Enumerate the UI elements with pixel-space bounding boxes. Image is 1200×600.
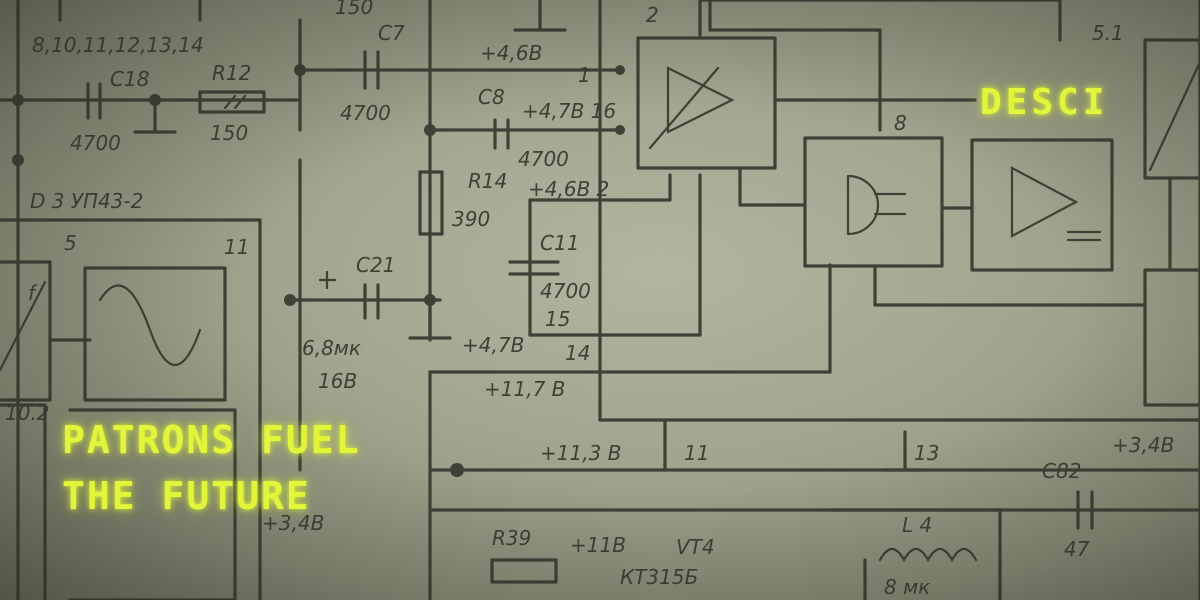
filter-block (83, 266, 227, 402)
headline-line-2: THE FUTURE (62, 474, 311, 518)
label-pin10-2: 10.2 (5, 401, 50, 425)
label-pin8: 8 (894, 111, 907, 135)
label-c21: C21 (356, 253, 395, 277)
label-r14: R14 (468, 169, 507, 193)
headline: PATRONS FUEL THE FUTURE (62, 412, 361, 524)
label-c82: C82 (1042, 459, 1081, 483)
label-v1: +4,6B (480, 41, 542, 65)
label-l4: L 4 (902, 513, 932, 537)
amplifier-block-right (970, 138, 1114, 272)
label-v4: +4,7B (462, 333, 524, 357)
label-pin11b: 11 (684, 441, 709, 465)
label-v3: +4,6B 2 (528, 177, 609, 201)
label-vt4-part: КТ315Б (620, 565, 698, 589)
label-r14-value: 390 (452, 207, 490, 231)
amplifier-block-2 (636, 36, 777, 170)
label-top-left-numbers: 8,10,11,12,13,14 (32, 33, 204, 57)
label-c11: C11 (540, 231, 579, 255)
label-c8-value: 4700 (518, 147, 569, 171)
label-v9: +11B (570, 533, 626, 557)
label-c11-value: 4700 (540, 279, 591, 303)
label-r39: R39 (492, 526, 531, 550)
label-pin11: 11 (224, 235, 249, 259)
label-c82-value: 47 (1064, 537, 1090, 561)
label-v6: +11,3 B (540, 441, 621, 465)
label-pin1: 1 (578, 63, 591, 87)
label-c8: C8 (478, 85, 505, 109)
desci-tag: DESCI (980, 82, 1109, 123)
label-c7-value: 4700 (340, 101, 391, 125)
headline-line-1: PATRONS FUEL (62, 418, 361, 462)
label-pin15: 15 (545, 307, 570, 331)
label-r12: R12 (212, 61, 251, 85)
label-top-150: 150 (335, 0, 373, 19)
label-pin5-1: 5.1 (1092, 21, 1124, 45)
label-v7: +3,4B (1112, 433, 1174, 457)
label-v8: +3,4B (262, 511, 324, 535)
label-pin5: 5 (64, 231, 77, 255)
label-c18-value: 4700 (70, 131, 121, 155)
label-c21-voltage: 16B (318, 369, 357, 393)
label-c21-value: 6,8мк (302, 336, 361, 360)
label-f: f (28, 281, 38, 305)
label-pin13: 13 (914, 441, 939, 465)
label-vt4: VT4 (676, 535, 715, 559)
label-ic-name: D 3 УП43-2 (30, 189, 143, 213)
label-v5: +11,7 B (484, 377, 565, 401)
detector-block-8 (803, 136, 944, 268)
label-c7: C7 (378, 21, 405, 45)
label-l4-value: 8 мк (884, 575, 930, 599)
label-pin2: 2 (646, 3, 659, 27)
label-r12-value: 150 (210, 121, 248, 145)
label-v2: +4,7B 16 (522, 99, 616, 123)
label-pin14: 14 (565, 341, 590, 365)
label-c18: C18 (110, 67, 149, 91)
